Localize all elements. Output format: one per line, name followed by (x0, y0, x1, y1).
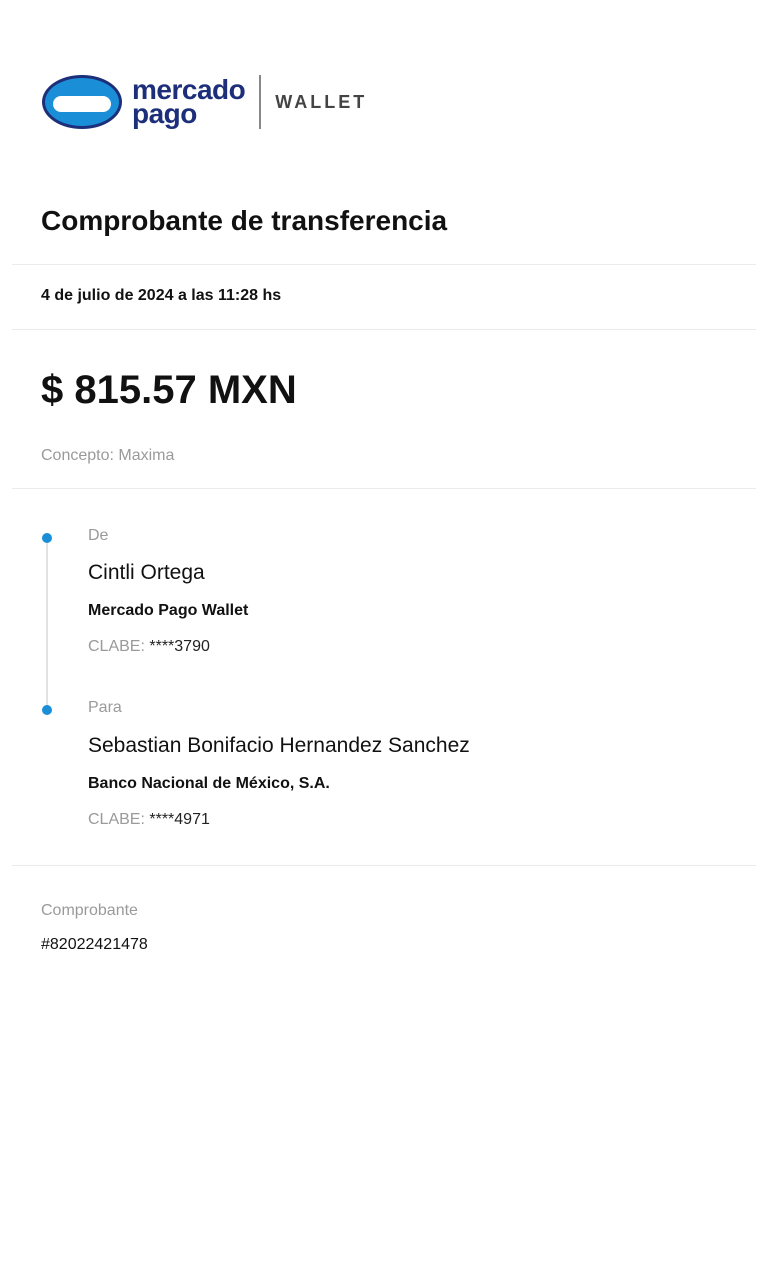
clabe-value: ****4971 (149, 811, 210, 828)
to-name: Sebastian Bonifacio Hernandez Sanchez (88, 734, 470, 757)
receipt-label: Comprobante (41, 902, 138, 919)
handshake-icon (42, 75, 122, 129)
concept: Concepto: Maxima (41, 447, 175, 464)
transfer-date: 4 de julio de 2024 a las 11:28 hs (41, 287, 282, 304)
timeline-line (46, 540, 48, 710)
clabe-value: ****3790 (149, 638, 210, 655)
from-bank: Mercado Pago Wallet (88, 602, 249, 619)
timeline-dot-from (42, 533, 52, 543)
clabe-label: CLABE: (88, 811, 145, 828)
divider (12, 865, 756, 866)
logo-divider (259, 75, 262, 129)
divider (12, 264, 756, 265)
timeline-dot-to (42, 705, 52, 715)
from-name: Cintli Ortega (88, 561, 205, 584)
to-bank: Banco Nacional de México, S.A. (88, 775, 330, 792)
wallet-label: WALLET (275, 91, 368, 112)
divider (12, 488, 756, 489)
divider (12, 329, 756, 330)
to-label: Para (88, 699, 122, 716)
from-clabe: CLABE: ****3790 (88, 638, 210, 656)
from-label: De (88, 527, 109, 544)
brand-line2: pago (132, 98, 197, 129)
brand-line1: mercado (132, 74, 246, 105)
page-title: Comprobante de transferencia (41, 205, 448, 236)
receipt-number: #82022421478 (41, 936, 148, 953)
to-clabe: CLABE: ****4971 (88, 811, 210, 829)
amount: $ 815.57 MXN (41, 368, 297, 412)
clabe-label: CLABE: (88, 638, 145, 655)
